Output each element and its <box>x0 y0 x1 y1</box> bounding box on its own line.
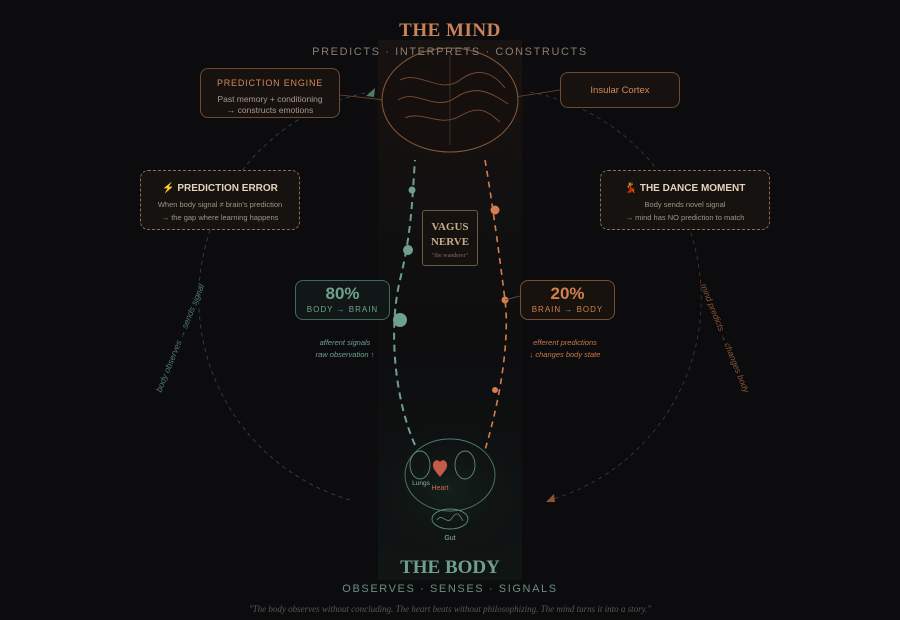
footer-quote: "The body observes without concluding. T… <box>248 604 652 614</box>
connector-efferent-box <box>504 295 521 301</box>
dance-moment-title: 💃 THE DANCE MOMENT <box>624 183 746 194</box>
prediction-engine-line1: Past memory + conditioning <box>217 94 323 104</box>
body-title: THE BODY <box>400 557 500 578</box>
vagus-nerve-title: VAGUS NERVE <box>430 221 470 248</box>
lung-right <box>454 450 476 480</box>
body-glow <box>340 405 560 575</box>
lung-left <box>409 450 431 480</box>
body-subtitle: OBSERVES · SENSES · SIGNALS <box>342 583 558 595</box>
afferent-pulse-1 <box>408 186 416 194</box>
lungs-label: Lungs <box>412 480 430 487</box>
orbit-right-arrowhead <box>546 494 555 502</box>
orbit-left <box>198 91 371 501</box>
mind-subtitle: PREDICTS · INTERPRETS · CONSTRUCTS <box>312 46 588 58</box>
prediction-engine-line2: → constructs emotions <box>226 105 314 115</box>
prediction-engine-title: PREDICTION ENGINE <box>216 78 324 88</box>
efferent-caption: efferent predictions ↓ changes body stat… <box>510 337 620 361</box>
heart-icon <box>432 460 448 477</box>
afferent-pulse-3 <box>393 313 407 327</box>
gut-outline <box>431 508 469 530</box>
mind-title: THE MIND <box>399 20 501 41</box>
prediction-engine-box: PREDICTION ENGINE Past memory + conditio… <box>200 68 340 118</box>
afferent-percent: 80% <box>325 284 360 303</box>
afferent-caption-line1: afferent signals <box>319 338 371 347</box>
brain-fold-3 <box>404 109 501 123</box>
vagus-nerve-box: VAGUS NERVE "the wanderer" <box>422 210 478 266</box>
brain-fold-2 <box>397 90 509 105</box>
orbit-right <box>529 91 702 501</box>
afferent-percent-box: 80% BODY → BRAIN <box>295 280 390 320</box>
afferent-caption: afferent signals raw observation ↑ <box>290 337 400 361</box>
efferent-caption-line2: ↓ changes body state <box>529 350 601 359</box>
brain-fold-1 <box>399 72 506 89</box>
efferent-caption-line1: efferent predictions <box>533 338 597 347</box>
vagus-nerve-note: "the wanderer" <box>431 253 469 259</box>
connector-prediction-engine <box>339 94 386 101</box>
afferent-caption-line2: raw observation ↑ <box>315 350 375 359</box>
prediction-error-line1: When body signal ≠ brain's prediction <box>157 200 283 209</box>
efferent-pulse-1 <box>490 205 500 215</box>
connector-insular-cortex <box>514 89 561 98</box>
dance-moment-line1: Body sends novel signal <box>644 200 726 209</box>
efferent-path <box>484 159 508 451</box>
orbit-left-arrowhead <box>366 88 375 97</box>
dance-moment-line2: → mind has NO prediction to match <box>625 213 745 222</box>
gut-coil <box>436 513 464 522</box>
efferent-percent-box: 20% BRAIN → BODY <box>520 280 615 320</box>
torso-outline <box>404 438 496 512</box>
afferent-direction: BODY → BRAIN <box>306 305 379 314</box>
prediction-error-line2: → the gap where learning happens <box>161 213 279 222</box>
efferent-direction: BRAIN → BODY <box>531 305 604 314</box>
prediction-error-title: ⚡ PREDICTION ERROR <box>162 183 278 194</box>
prediction-error-box: ⚡ PREDICTION ERROR When body signal ≠ br… <box>140 170 300 230</box>
efferent-percent: 20% <box>550 284 585 303</box>
gut-label: Gut <box>444 535 456 542</box>
heart-label: Heart <box>431 485 449 492</box>
dance-moment-box: 💃 THE DANCE MOMENT Body sends novel sign… <box>600 170 770 230</box>
efferent-pulse-3 <box>492 387 498 393</box>
afferent-pulse-2 <box>403 245 413 255</box>
insular-cortex-box: Insular Cortex <box>560 72 680 108</box>
